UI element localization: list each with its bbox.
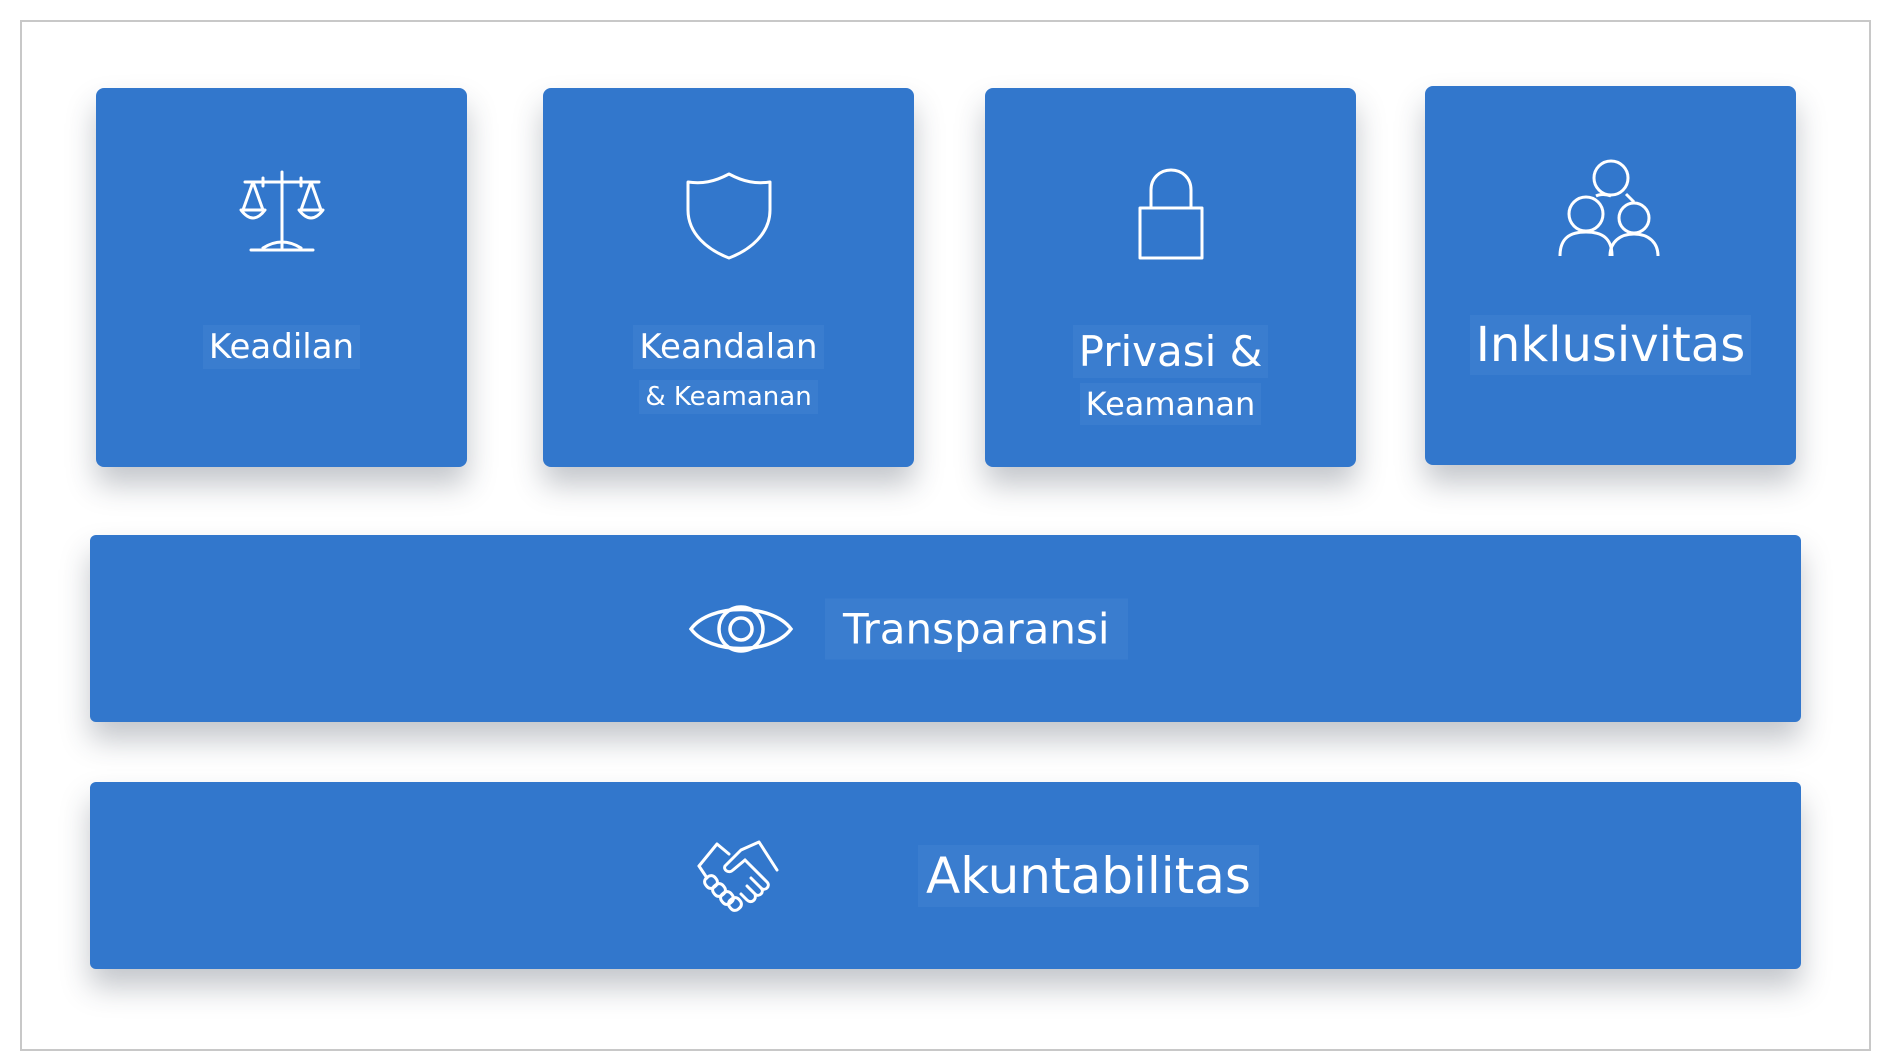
scales-icon	[227, 158, 337, 268]
tile-label: Keadilan	[202, 325, 361, 369]
tile-sublabel: Keamanan	[1079, 383, 1262, 425]
tile-keadilan: Keadilan	[96, 88, 467, 467]
tile-privasi: Privasi & Keamanan	[985, 88, 1356, 467]
tile-label: Privasi &	[1072, 325, 1269, 378]
tile-keandalan: Keandalan & Keamanan	[543, 88, 914, 467]
handshake-icon	[695, 836, 781, 916]
tile-label: Keandalan	[633, 325, 824, 369]
eye-icon	[688, 597, 794, 661]
tile-sublabel: & Keamanan	[639, 380, 818, 414]
shield-icon	[674, 158, 784, 268]
bar-label: Transparansi	[825, 598, 1128, 659]
people-icon	[1556, 156, 1666, 266]
tile-label: Inklusivitas	[1469, 315, 1752, 375]
bar-transparansi: Transparansi	[90, 535, 1801, 722]
bar-label: Akuntabilitas	[918, 844, 1259, 907]
tile-inklusivitas: Inklusivitas	[1425, 86, 1796, 465]
bar-akuntabilitas: Akuntabilitas	[90, 782, 1801, 969]
lock-icon	[1116, 158, 1226, 268]
